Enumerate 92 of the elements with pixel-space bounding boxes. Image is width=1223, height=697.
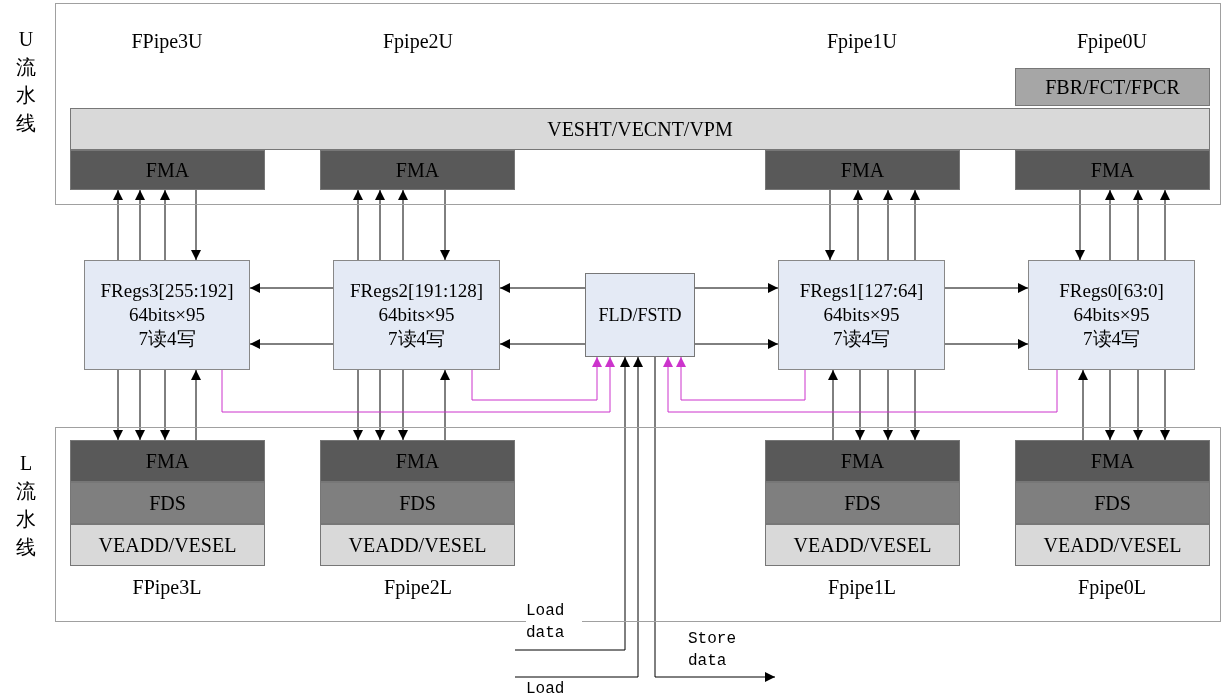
register-size: 64bits×95 [823, 303, 900, 327]
arrow [249, 283, 334, 293]
unit-box: VESHT/VECNT/VPM [70, 108, 1210, 150]
register-name: FRegs1[127:64] [799, 279, 924, 303]
unit-box: VEADD/VESEL [1015, 524, 1210, 566]
unit-box: VEADD/VESEL [320, 524, 515, 566]
arrow [654, 356, 776, 682]
arrow [514, 356, 630, 651]
arrow [398, 189, 408, 261]
arrow [1078, 369, 1088, 441]
arrow [694, 283, 779, 293]
pipeline-label: Fpipe0L [1077, 576, 1147, 599]
unit-box: FMA [70, 440, 265, 482]
arrow [853, 189, 863, 261]
unit-box: VEADD/VESEL [765, 524, 960, 566]
arrow [353, 189, 363, 261]
register-name: FRegs0[63:0] [1059, 279, 1164, 303]
arrow [663, 356, 1058, 413]
arrow [191, 189, 201, 261]
arrow [1075, 189, 1085, 261]
arrow [160, 369, 170, 441]
arrow [1133, 369, 1143, 441]
arrow [910, 189, 920, 261]
arrow [249, 339, 334, 349]
arrow [694, 339, 779, 349]
arrow [828, 369, 838, 441]
unit-box: FMA [70, 150, 265, 190]
arrow [1160, 189, 1170, 261]
pipeline-label: FPipe3L [131, 576, 203, 599]
unit-box: FDS [1015, 482, 1210, 524]
arrow [1105, 189, 1115, 261]
unit-box: FMA [765, 440, 960, 482]
arrow [944, 339, 1029, 349]
unit-box: FMA [320, 440, 515, 482]
arrow [1133, 189, 1143, 261]
arrow [944, 283, 1029, 293]
register-name: FRegs2[191:128] [350, 279, 483, 303]
arrow [1160, 369, 1170, 441]
arrow [440, 189, 450, 261]
register-box [84, 260, 250, 370]
band-label: U流水线 [15, 27, 37, 136]
arrow [113, 369, 123, 441]
register-size: 64bits×95 [1073, 303, 1150, 327]
unit-box: FMA [320, 150, 515, 190]
register-box [778, 260, 945, 370]
arrow [676, 356, 806, 401]
arrow [514, 356, 643, 678]
arrow [910, 369, 920, 441]
arrow [499, 283, 586, 293]
arrow [825, 189, 835, 261]
unit-box: FMA [765, 150, 960, 190]
unit-box: FDS [765, 482, 960, 524]
arrow [883, 369, 893, 441]
arrow [221, 356, 615, 413]
pipeline-label: Fpipe2U [382, 30, 454, 53]
arrow [113, 189, 123, 261]
register-name: FRegs3[255:192] [100, 279, 234, 303]
register-size: 64bits×95 [128, 303, 206, 327]
unit-box: FLD/FSTD [585, 273, 695, 357]
arrow [471, 356, 602, 401]
arrow [855, 369, 865, 441]
port-count: 7读4写 [833, 327, 890, 351]
register-box [1028, 260, 1195, 370]
band-label: L流水线 [15, 451, 37, 560]
pipeline-label: FPipe3U [130, 30, 204, 53]
unit-box: FBR/FCT/FPCR [1015, 68, 1210, 106]
unit-box: FDS [70, 482, 265, 524]
arrow [191, 369, 201, 441]
unit-box: FDS [320, 482, 515, 524]
arrow [1105, 369, 1115, 441]
arrow [135, 189, 145, 261]
port-count: 7读4写 [1083, 327, 1140, 351]
unit-box: FMA [1015, 440, 1210, 482]
register-size: 64bits×95 [378, 303, 455, 327]
arrow [160, 189, 170, 261]
unit-box: FMA [1015, 150, 1210, 190]
pipeline-label: Fpipe1U [826, 30, 898, 53]
arrow [135, 369, 145, 441]
arrow [499, 339, 586, 349]
port-count: 7读4写 [138, 327, 196, 351]
port-count: 7读4写 [388, 327, 445, 351]
arrow [883, 189, 893, 261]
arrow [375, 369, 385, 441]
arrow [353, 369, 363, 441]
arrow [440, 369, 450, 441]
pipeline-label: Fpipe2L [383, 576, 453, 599]
arrow [398, 369, 408, 441]
arrow [375, 189, 385, 261]
unit-box: VEADD/VESEL [70, 524, 265, 566]
register-box [333, 260, 500, 370]
pipeline-label: Fpipe1L [827, 576, 897, 599]
pipeline-label: Fpipe0U [1076, 30, 1148, 53]
